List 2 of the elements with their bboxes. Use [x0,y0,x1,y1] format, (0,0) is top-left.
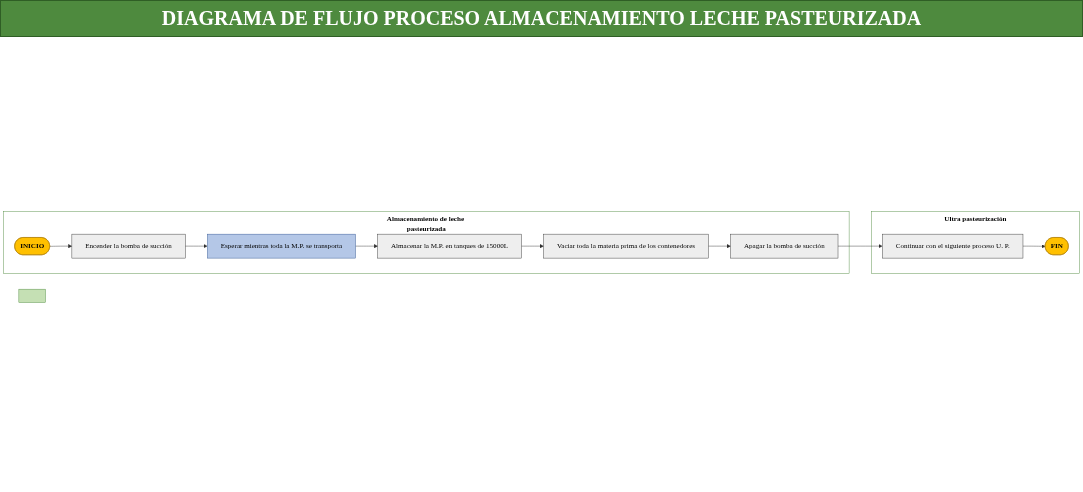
node-bar [18,288,46,303]
diagram-title: DIAGRAMA DE FLUJO PROCESO ALMACENAMIENTO LECHE PASTEURIZADA [0,0,1083,37]
